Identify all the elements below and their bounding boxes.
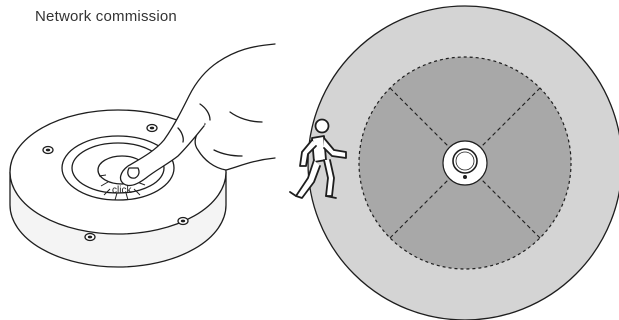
sensor-device-icon bbox=[442, 140, 488, 186]
screw-icon bbox=[177, 216, 189, 226]
screw-icon bbox=[84, 232, 96, 242]
finger-pressing-icon bbox=[119, 43, 276, 187]
screw-icon bbox=[42, 145, 54, 155]
click-label: click bbox=[112, 185, 132, 196]
detection-zone-diagram bbox=[307, 5, 619, 320]
walking-person-icon bbox=[289, 118, 347, 199]
diagram-title: Network commission bbox=[35, 8, 177, 25]
screw-icon bbox=[146, 123, 158, 133]
